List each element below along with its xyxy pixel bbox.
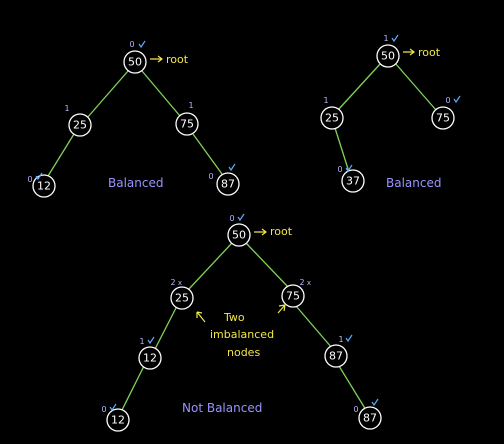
check-icon <box>391 34 399 43</box>
node-12: 12 <box>32 174 56 198</box>
note-line: nodes <box>227 346 260 359</box>
balance-factor: 1 <box>383 34 388 43</box>
edge-12-12 <box>120 365 145 413</box>
node-label: 25 <box>325 112 339 125</box>
edge-50-75 <box>394 62 437 111</box>
check-icon <box>371 398 379 407</box>
check-icon <box>237 213 245 222</box>
balance-factor: 0 <box>353 405 358 414</box>
node-37: 37 <box>341 169 365 193</box>
node-50: 50 <box>123 50 147 74</box>
caption: Balanced <box>386 176 441 190</box>
check-icon <box>35 172 43 181</box>
node-label: 25 <box>175 292 189 305</box>
node-label: 75 <box>436 112 450 125</box>
node-12-inner: 12 <box>138 346 162 370</box>
node-label: 75 <box>180 118 194 131</box>
arrow-icon <box>403 48 415 56</box>
balance-factor: 0 <box>208 172 213 181</box>
node-label: 50 <box>232 229 246 242</box>
node-label: 50 <box>381 50 395 63</box>
arrow-icon <box>254 228 267 236</box>
edge-25-37 <box>334 127 350 173</box>
balance-factor: 0 <box>101 405 106 414</box>
edge-50-75 <box>141 70 181 117</box>
check-icon <box>109 403 117 412</box>
caption: Balanced <box>108 176 163 190</box>
node-75: 75 <box>175 112 199 136</box>
check-icon <box>453 95 461 104</box>
edge-75-87 <box>192 133 223 175</box>
balance-factor: 1 <box>188 101 193 110</box>
arrow-icon <box>196 311 206 323</box>
arrow-icon <box>277 304 286 314</box>
balance-factor: 0 <box>337 165 342 174</box>
balance-factor: 0 <box>445 96 450 105</box>
balance-factor: 0 <box>129 40 134 49</box>
node-75: 75 <box>281 284 305 308</box>
node-87: 87 <box>216 172 240 196</box>
node-label: 50 <box>128 56 142 69</box>
balance-factor: 0 <box>27 175 32 184</box>
node-label: 37 <box>346 175 360 188</box>
node-25: 25 <box>320 106 344 130</box>
note-line: imbalanced <box>210 328 274 341</box>
arrow-icon <box>150 55 163 63</box>
balance-factor: 1 <box>64 104 69 113</box>
edge-25-12 <box>47 133 75 177</box>
edge-75-87 <box>295 305 333 349</box>
node-25: 25 <box>170 286 194 310</box>
check-icon <box>147 336 155 345</box>
balance-factor: 2 <box>299 278 304 287</box>
balance-factor: 0 <box>229 214 234 223</box>
node-label: 87 <box>363 412 377 425</box>
node-label: 75 <box>286 290 300 303</box>
balance-factor: 1 <box>323 96 328 105</box>
check-icon <box>345 334 353 343</box>
node-label: 12 <box>111 414 125 427</box>
tree-3: 50 25 75 12 87 12 87 0 2 x 2 <box>101 213 382 432</box>
check-icon <box>228 163 236 172</box>
balance-factor: 1 <box>139 337 144 346</box>
balance-factor: 1 <box>338 335 343 344</box>
root-label: root <box>270 225 293 238</box>
root-label: root <box>418 46 441 59</box>
check-icon <box>345 164 353 173</box>
node-75: 75 <box>431 106 455 130</box>
node-label: 87 <box>221 178 235 191</box>
edge-50-75 <box>245 242 290 289</box>
edge-50-25 <box>86 70 129 119</box>
node-label: 12 <box>143 352 157 365</box>
node-25: 25 <box>68 113 92 137</box>
node-label: 87 <box>329 350 343 363</box>
edge-87-87 <box>338 365 367 411</box>
node-label: 12 <box>37 180 51 193</box>
node-87-leaf: 87 <box>358 406 382 430</box>
node-50: 50 <box>376 44 400 68</box>
node-87-inner: 87 <box>324 344 348 368</box>
caption: Not Balanced <box>182 401 262 415</box>
edge-25-12 <box>154 305 178 350</box>
check-icon <box>138 40 146 49</box>
edge-50-25 <box>337 62 382 111</box>
cross-mark: x <box>307 279 311 287</box>
node-50: 50 <box>227 223 251 247</box>
node-12-leaf: 12 <box>106 408 130 432</box>
note-line: Two <box>223 311 245 324</box>
balance-factor: 2 <box>170 278 175 287</box>
cross-mark: x <box>178 279 182 287</box>
node-label: 25 <box>73 119 87 132</box>
root-label: root <box>166 53 189 66</box>
tree-1: 50 25 75 12 87 0 1 1 0 0 root Balanced <box>27 40 240 198</box>
edge-50-25 <box>187 242 233 291</box>
tree-2: 50 25 75 37 1 1 0 0 root Balanced <box>320 34 461 193</box>
